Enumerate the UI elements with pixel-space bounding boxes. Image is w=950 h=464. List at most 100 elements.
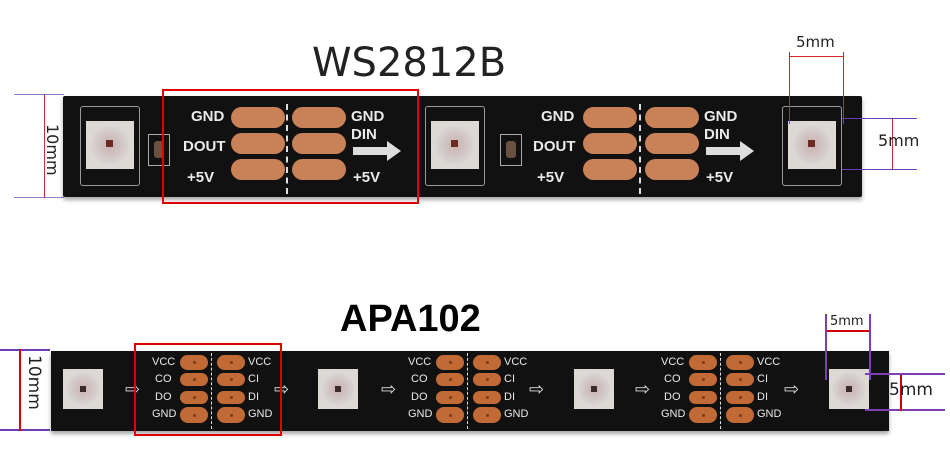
solder-pad: [180, 373, 208, 386]
apa-width-label: 10mm: [24, 355, 44, 410]
pad-label-ci: CI: [757, 373, 768, 385]
pad-highlight-box: [134, 343, 282, 436]
data-direction-arrow-icon: [353, 141, 405, 161]
capacitor: [500, 134, 522, 166]
ws-led-height-dimension: [842, 118, 917, 170]
apa-led-width-dimension: [825, 314, 871, 380]
solder-pad: [436, 391, 464, 404]
data-direction-arrow-icon: ⇨: [125, 379, 141, 399]
solder-pad: [473, 391, 501, 404]
solder-pad: [436, 373, 464, 386]
pad-label-co: CO: [664, 373, 681, 385]
pad-label-5v: +5V: [537, 169, 565, 186]
pad-label-5v: +5V: [353, 169, 381, 186]
solder-pad: [473, 407, 501, 423]
apa102-strip: ⇨ VCC CO DO GND VCC CI DI GND ⇨ ⇨ VCC CO…: [51, 351, 889, 431]
pad-label-gnd: GND: [661, 408, 686, 420]
led-5050: [80, 106, 140, 186]
led-5050: [425, 106, 485, 186]
cut-line: [639, 104, 641, 194]
solder-pad: [180, 355, 208, 370]
led-5050: [316, 359, 362, 421]
pad-label-gnd: GND: [191, 108, 225, 125]
pad-label-vcc: VCC: [661, 356, 685, 368]
pad-label-din: DIN: [351, 126, 377, 143]
pad-label-vcc: VCC: [152, 356, 176, 368]
solder-pad: [217, 355, 245, 370]
cut-line: [720, 353, 721, 429]
solder-pad: [436, 355, 464, 370]
ws2812b-strip: GND DOUT +5V GND DIN +5V GND DOUT +5V GN…: [63, 96, 862, 197]
pad-label-do: DO: [155, 391, 172, 403]
solder-pad: [689, 407, 717, 423]
pad-label-5v: +5V: [187, 169, 215, 186]
data-direction-arrow-icon: [706, 141, 758, 161]
solder-pad: [726, 391, 754, 404]
pad-label-gnd: GND: [541, 108, 575, 125]
solder-pad: [180, 407, 208, 423]
solder-pad: [473, 373, 501, 386]
ws-led-width-dimension: [789, 44, 845, 124]
pad-label-din: DIN: [704, 126, 730, 143]
ws-led-width-label: 5mm: [796, 33, 835, 51]
ws-width-label: 10mm: [43, 124, 62, 176]
solder-pad: [583, 133, 637, 154]
solder-pad: [436, 407, 464, 423]
pad-label-ci: CI: [504, 373, 515, 385]
pad-label-vcc: VCC: [248, 356, 272, 368]
pad-label-vcc: VCC: [757, 356, 781, 368]
pad-label-di: DI: [757, 391, 768, 403]
solder-pad: [231, 107, 285, 128]
data-direction-arrow-icon: ⇨: [784, 379, 800, 399]
data-direction-arrow-icon: ⇨: [529, 379, 545, 399]
apa-led-height-dimension: [865, 373, 945, 411]
pad-label-gnd: GND: [757, 408, 782, 420]
pad-label-vcc: VCC: [504, 356, 528, 368]
pad-label-dout: DOUT: [183, 138, 226, 155]
solder-pad: [689, 373, 717, 386]
solder-pad: [645, 159, 699, 180]
solder-pad: [292, 133, 346, 154]
led-5050: [61, 359, 107, 421]
solder-pad: [726, 355, 754, 370]
led-5050: [827, 359, 873, 421]
data-direction-arrow-icon: ⇨: [635, 379, 651, 399]
led-5050: [782, 106, 842, 186]
pad-label-co: CO: [155, 373, 172, 385]
pad-label-ci: CI: [248, 373, 259, 385]
solder-pad: [645, 107, 699, 128]
pad-label-5v: +5V: [706, 169, 734, 186]
solder-pad: [292, 107, 346, 128]
pad-label-gnd: GND: [704, 108, 738, 125]
cut-line: [211, 353, 212, 429]
pad-highlight-box: [162, 89, 419, 204]
solder-pad: [726, 407, 754, 423]
pad-label-gnd: GND: [504, 408, 529, 420]
pad-label-di: DI: [248, 391, 259, 403]
cut-line: [286, 104, 288, 194]
solder-pad: [645, 133, 699, 154]
solder-pad: [217, 373, 245, 386]
solder-pad: [217, 407, 245, 423]
solder-pad: [180, 391, 208, 404]
solder-pad: [583, 159, 637, 180]
pad-label-di: DI: [504, 391, 515, 403]
solder-pad: [292, 159, 346, 180]
ws-led-height-label: 5mm: [878, 131, 920, 150]
solder-pad: [689, 355, 717, 370]
pad-label-co: CO: [411, 373, 428, 385]
pad-label-vcc: VCC: [408, 356, 432, 368]
solder-pad: [217, 391, 245, 404]
apa-led-height-label: 5mm: [889, 380, 933, 400]
solder-pad: [583, 107, 637, 128]
ws2812b-title: WS2812B: [312, 40, 507, 86]
pad-label-dout: DOUT: [533, 138, 576, 155]
cut-line: [467, 353, 468, 429]
data-direction-arrow-icon: ⇨: [381, 379, 397, 399]
solder-pad: [689, 391, 717, 404]
capacitor: [148, 134, 170, 166]
led-5050: [572, 359, 618, 421]
apa102-title: APA102: [340, 298, 481, 340]
apa-width-dimension: 10mm: [0, 349, 50, 431]
pad-label-gnd: GND: [408, 408, 433, 420]
